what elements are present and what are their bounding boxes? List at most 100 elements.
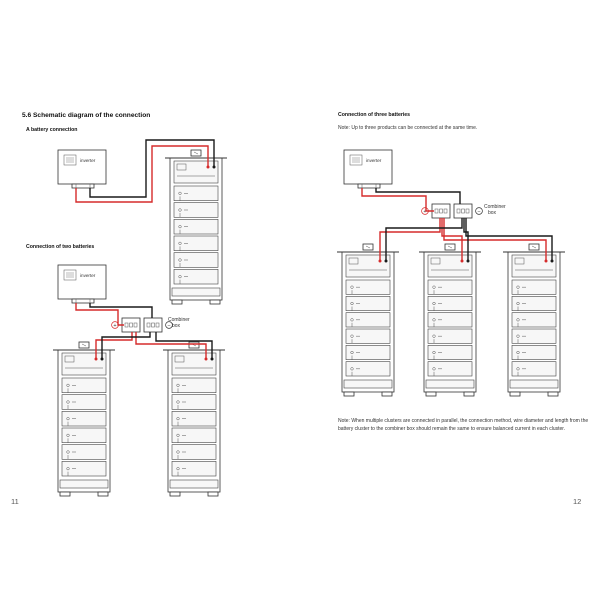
combiner-label: Combiner xyxy=(484,204,506,210)
battery-module xyxy=(61,461,107,477)
battery-module xyxy=(427,328,473,344)
negative-symbol xyxy=(475,207,483,215)
section-title: 5.6 Schematic diagram of the connection xyxy=(22,112,151,119)
combiner-terminal xyxy=(461,208,465,214)
battery-module xyxy=(171,394,217,410)
combiner-terminal xyxy=(129,322,133,328)
module-port xyxy=(350,301,354,306)
combiner-label: box xyxy=(488,210,497,216)
positive-symbol-text: + xyxy=(113,323,116,329)
rack-foot xyxy=(207,491,219,497)
combiner-terminal xyxy=(456,208,461,214)
module-port xyxy=(176,400,180,404)
battery-module xyxy=(345,361,391,377)
module-port xyxy=(176,467,180,471)
rack-foot xyxy=(381,391,393,397)
battery-module xyxy=(345,279,391,295)
module-port xyxy=(350,285,354,289)
positive-wire xyxy=(379,218,441,261)
control-display xyxy=(514,257,525,265)
battery-module xyxy=(345,296,391,311)
control-module xyxy=(171,352,217,376)
battery-module xyxy=(173,269,219,285)
rack-bracket-mark xyxy=(193,151,199,155)
battery-module xyxy=(511,312,557,328)
rack-base xyxy=(343,379,393,389)
combiner-negative-unit xyxy=(143,317,163,333)
inverter-label: inverter xyxy=(366,158,382,163)
battery-module xyxy=(61,377,107,393)
battery-module xyxy=(61,411,107,427)
inverter-display xyxy=(63,269,77,281)
combiner-terminal xyxy=(443,208,448,214)
combiner-terminal xyxy=(155,322,160,328)
module-port xyxy=(516,318,520,322)
positive-wire xyxy=(361,188,434,212)
battery-module xyxy=(171,411,217,427)
module-port xyxy=(432,301,436,306)
battery-rack xyxy=(163,341,225,497)
positive-wire xyxy=(443,218,547,261)
combiner-terminal xyxy=(124,322,129,328)
battery-module xyxy=(427,312,473,328)
module-port xyxy=(176,383,180,387)
positive-wire xyxy=(75,303,124,326)
positive-wire xyxy=(135,332,207,359)
battery-module xyxy=(173,202,219,218)
battery-module xyxy=(345,345,391,360)
battery-rack xyxy=(53,341,115,497)
rack-foot xyxy=(463,391,475,397)
negative-symbol-text: − xyxy=(167,323,170,329)
battery-module xyxy=(173,219,219,235)
rack-bracket-mark xyxy=(447,245,453,249)
rack-foot xyxy=(209,299,221,305)
rack-bracket-mark xyxy=(81,343,87,347)
battery-module xyxy=(61,444,107,460)
battery-module xyxy=(173,252,219,268)
rack-bracket-mark xyxy=(365,245,371,249)
inverter-screen xyxy=(66,272,74,278)
battery-rack xyxy=(165,149,227,305)
inverter: inverter xyxy=(343,149,393,189)
control-module xyxy=(61,352,107,376)
module-port xyxy=(432,350,436,355)
module-port xyxy=(66,417,70,421)
module-port xyxy=(432,318,436,322)
battery-module xyxy=(171,444,217,460)
module-port xyxy=(178,241,182,245)
negative-wire xyxy=(375,188,461,204)
inverter-display xyxy=(349,154,363,166)
battery-rack xyxy=(337,243,399,397)
negative-wire xyxy=(101,332,151,359)
battery-module xyxy=(511,328,557,344)
inverter-display xyxy=(63,154,77,166)
module-port xyxy=(176,433,180,437)
module-port xyxy=(178,258,182,262)
control-display xyxy=(176,163,187,171)
module-port xyxy=(432,285,436,289)
battery-connection-label: A battery connection xyxy=(26,127,78,133)
module-port xyxy=(178,208,182,212)
inverter-body xyxy=(57,149,107,185)
parallel-clusters-note: Note: When multiple clusters are connect… xyxy=(338,418,589,432)
combiner-negative-unit xyxy=(453,203,473,219)
positive-wire xyxy=(441,218,463,261)
battery-module xyxy=(345,312,391,328)
combiner-positive-unit xyxy=(431,203,451,219)
module-port xyxy=(176,450,180,454)
battery-module xyxy=(427,345,473,360)
negative-wire xyxy=(155,332,213,359)
inverter-port-strip xyxy=(71,298,95,304)
battery-module xyxy=(511,345,557,360)
two-batteries-label: Connection of two batteries xyxy=(26,244,95,250)
battery-module xyxy=(171,427,217,443)
positive-wire xyxy=(75,145,209,203)
battery-module xyxy=(171,377,217,393)
module-port xyxy=(66,450,70,454)
rack-foot xyxy=(509,391,521,397)
control-display xyxy=(430,257,441,265)
module-port xyxy=(178,225,182,229)
control-display xyxy=(348,257,359,265)
battery-module xyxy=(427,279,473,295)
